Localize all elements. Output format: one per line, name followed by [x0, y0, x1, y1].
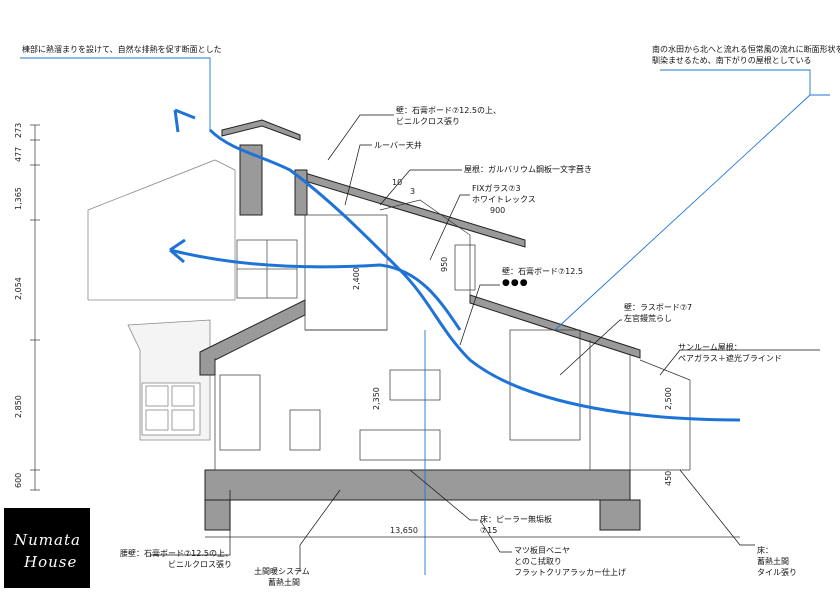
dim-273: 273 [14, 122, 23, 138]
dim-450: 450 [664, 470, 673, 486]
numata-house-logo: Numata House [4, 508, 90, 588]
label-matsu-plywood: マツ板目ベニヤとのこ拭取りフラットクリアラッカー仕上げ [514, 546, 626, 577]
dim-2850: 2,850 [14, 395, 23, 418]
roof-slope-3: 3 [410, 187, 416, 196]
neighbor-building-right [87, 159, 236, 301]
dim-1365: 1,365 [14, 187, 23, 210]
dim-900: 900 [490, 206, 506, 215]
upper-window [236, 239, 298, 299]
wind-flow-roof [173, 108, 741, 422]
logo-line-1: Numata [14, 531, 81, 549]
label-wall-gypsum-dots: ●●● [502, 278, 529, 288]
label-waist-wall: 腰壁：石膏ボード⑦12.5の上、ビニルクロス張り [120, 549, 233, 569]
note-heat-exhaust: 棟部に熱溜まりを設けて、自然な排熱を促す断面とした [22, 45, 222, 54]
label-sunroom-roof: サンルーム屋根：ペアガラス＋遮光ブラインド [678, 343, 782, 363]
roof-slope-10: 10 [392, 178, 403, 187]
label-roof: 屋根：ガルバリウム鋼板一文字葺き [464, 165, 592, 174]
label-wall-board: 壁：石膏ボード⑦12.5の上、ビニルクロス張り [396, 106, 501, 126]
dim-950: 950 [440, 256, 449, 272]
wind-flow-upper [169, 238, 462, 331]
label-floor-tile: 床：蓄熱土間タイル張り [757, 546, 797, 577]
dimension-line-left [30, 124, 740, 538]
dim-2400: 2,400 [352, 267, 361, 290]
house-structure [199, 119, 641, 531]
leader-lines-black [150, 114, 820, 572]
dim-13650: 13,650 [390, 526, 418, 535]
leader-lines [20, 57, 830, 575]
dim-477: 477 [14, 146, 23, 162]
label-louver-ceiling: ルーバー天井 [374, 141, 422, 150]
dim-2054: 2,054 [14, 277, 23, 300]
label-wall-gypsum: 壁：石膏ボード⑦12.5 [502, 267, 583, 276]
dim-2350: 2,350 [372, 387, 381, 410]
logo-line-2: House [24, 553, 78, 571]
label-earth-floor: 土間暖システム蓄熱土間 [254, 567, 310, 587]
dim-600: 600 [14, 472, 23, 488]
dim-2500: 2,500 [664, 387, 673, 410]
neighbor-building-left [127, 319, 211, 441]
note-wind-roof: 南の水田から北へと流れる恒常風の流れに断面形状を馴染ませるため、南下がりの屋根と… [652, 45, 840, 65]
